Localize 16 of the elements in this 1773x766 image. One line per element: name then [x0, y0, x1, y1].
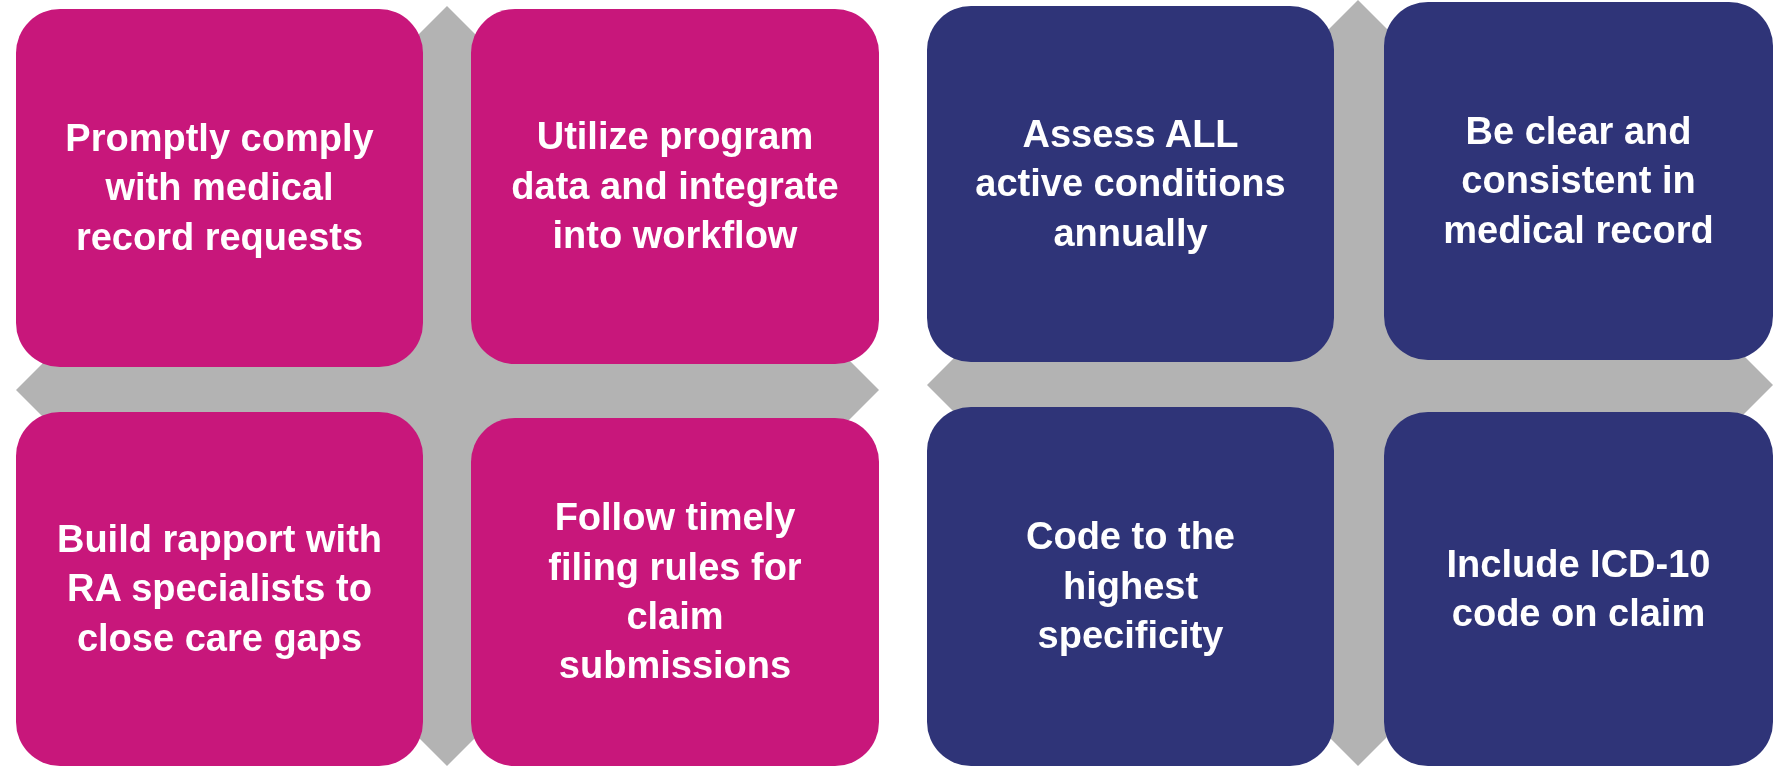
- tile-text: Utilize program data and integrate into workflow: [511, 114, 839, 259]
- rounded-tile: [16, 9, 423, 367]
- tile-text: Promptly comply with medical record requests: [64, 115, 375, 260]
- tile-text: Follow timely filing rules for claim submissions: [547, 495, 803, 689]
- rounded-tile: [1384, 412, 1773, 766]
- tile-text: Assess ALL active conditions annually: [974, 111, 1287, 256]
- rounded-tile: [471, 9, 879, 364]
- tile-text: Be clear and consistent in medical record: [1442, 108, 1715, 253]
- rounded-tile: [1384, 2, 1773, 360]
- tile-text: Build rapport with RA specialists to close care gaps: [56, 516, 383, 661]
- tile-text: Code to the highest specificity: [1025, 514, 1236, 659]
- rounded-tile: [471, 418, 879, 766]
- rounded-tile: [927, 407, 1334, 766]
- rounded-tile: [16, 412, 423, 766]
- tile-text: Include ICD-10 code on claim: [1445, 541, 1712, 636]
- rounded-tile: [927, 6, 1334, 362]
